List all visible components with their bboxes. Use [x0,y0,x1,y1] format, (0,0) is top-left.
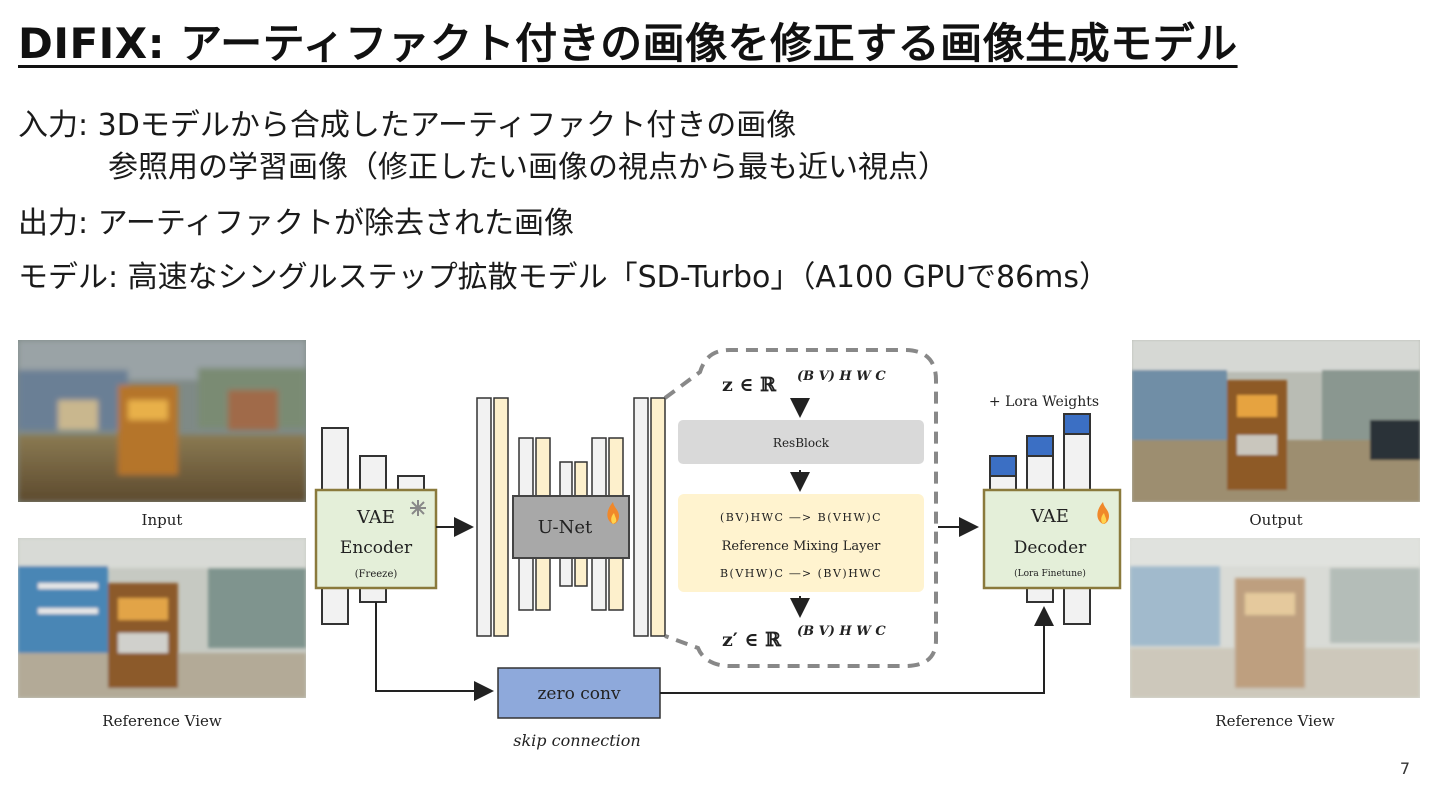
reference-mixing-box [678,494,924,592]
lora-weights-label: + Lora Weights [989,394,1099,410]
page-number: 7 [1399,759,1410,778]
unet-box [512,495,630,559]
decoder-subtitle: Decoder [1014,538,1087,558]
flame-icon [1097,502,1109,524]
zprime-formula: z′ ∈ ℝ [722,629,782,651]
skip-path-in [375,602,494,701]
resblock-box [678,420,924,464]
decoder-note: (Lora Finetune) [1014,568,1086,579]
reference-view-right-label: Reference View [1215,712,1335,730]
flame-icon [607,502,619,524]
lora-block-1 [989,455,1017,477]
reference-view-left-label: Reference View [102,712,222,730]
lora-block-2 [1026,435,1054,457]
resblock-label: ResBlock [773,436,830,450]
mixing-title: Reference Mixing Layer [722,539,882,554]
encoder-subtitle: Encoder [340,538,413,558]
vae-decoder-box [982,488,1122,590]
output-description: 出力: アーティファクトが除去された画像 [18,206,575,241]
encoder-title: VAE [356,507,395,528]
encoder-note: (Freeze) [355,569,398,580]
input-label: Input [141,511,183,529]
unet-label: U-Net [538,517,593,538]
slide-title: DIFIX: アーティファクト付きの画像を修正する画像生成モデル [18,19,1238,68]
output-image [1132,340,1420,502]
lora-block-3 [1063,413,1091,435]
output-label: Output [1249,511,1303,529]
skip-path-out [660,606,1054,694]
skip-connection-label: skip connection [513,731,640,750]
snowflake-icon [410,500,426,516]
z-superscript: (B V) H W C [797,369,886,384]
model-description: モデル: 高速なシングルステップ拡散モデル「SD-Turbo」（A100 GPU… [18,260,1110,295]
zoom-outline [663,348,938,668]
mixing-line-2: B(VHW)C ―> (BV)HWC [720,567,882,580]
reference-view-left-image [18,538,306,698]
z-formula: z ∈ ℝ [722,374,777,396]
input-image [18,340,306,502]
input-description-2: 参照用の学習画像（修正したい画像の視点から最も近い視点） [108,150,948,185]
zero-conv-label: zero conv [537,684,620,704]
mixing-line-1: (BV)HWC ―> B(VHW)C [720,511,882,524]
input-description: 入力: 3Dモデルから合成したアーティファクト付きの画像 [18,108,797,143]
reference-view-right-image [1130,538,1420,698]
zero-conv-box [497,667,661,719]
decoder-title: VAE [1030,506,1069,527]
zprime-superscript: (B V) H W C [797,624,886,639]
